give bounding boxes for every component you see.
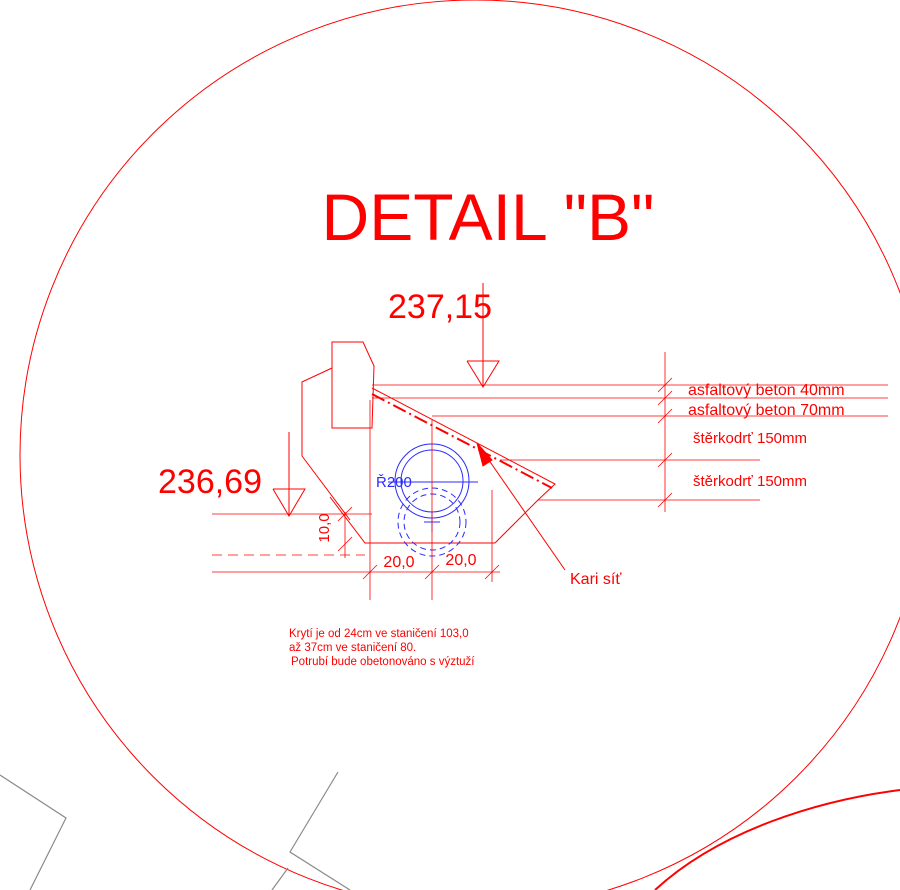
dim-right-width: 20,0 [445, 552, 476, 569]
mesh-label: Kari síť [570, 571, 622, 588]
background-lines [0, 771, 351, 890]
dim-left-width: 20,0 [383, 554, 414, 571]
note-line-3: Potrubí bude obetonováno s výztuží [291, 656, 475, 668]
pipe: Ř200 [376, 443, 478, 557]
right-dimension-chain [657, 352, 673, 512]
curb [301, 341, 375, 521]
adjacent-detail-arc [654, 789, 900, 890]
reinforcement-line [371, 393, 553, 489]
elevation-bottom-marker [272, 488, 306, 517]
dim-vertical-label: 10,0 [316, 513, 333, 542]
layer-label-3: štěrkodrť 150mm [693, 430, 807, 447]
detail-boundary-circle [19, 0, 900, 890]
elevation-top-label: 237,15 [388, 288, 492, 326]
layer-label-4: štěrkodrť 150mm [693, 473, 807, 490]
mesh-leader: Kari síť [476, 442, 622, 588]
mesh-leader-line [476, 442, 566, 571]
layer-labels: asfaltový beton 40mm asfaltový beton 70m… [688, 382, 845, 490]
curb-foundation-left [301, 367, 351, 521]
note-line-2: až 37cm ve staničení 80. [289, 642, 416, 654]
layer-label-1: asfaltový beton 40mm [688, 382, 845, 399]
grey-line-1 [0, 774, 67, 890]
curb-stone [331, 341, 375, 429]
vertical-dimension: 10,0 [316, 506, 353, 558]
detail-title: DETAIL "B" [322, 180, 655, 254]
note-line-1: Krytí je od 24cm ve staničení 103,0 [289, 628, 469, 640]
bottom-dimensions: 20,0 20,0 [362, 552, 500, 580]
mesh-leader-arrow [476, 442, 493, 467]
notes: Krytí je od 24cm ve staničení 103,0 až 3… [289, 628, 475, 668]
elevation-top-marker [466, 360, 500, 388]
elevation-bottom-label: 236,69 [158, 463, 262, 501]
elevation-bottom: 236,69 [158, 432, 306, 517]
trench-outline [329, 387, 556, 544]
pipe-diameter-label: Ř200 [376, 474, 412, 491]
trench [329, 387, 556, 544]
grey-line-2 [289, 771, 351, 890]
grey-line-3 [271, 867, 289, 890]
layer-label-2: asfaltový beton 70mm [688, 402, 845, 419]
vertical-guides [369, 400, 493, 600]
elevation-top: 237,15 [388, 283, 500, 388]
